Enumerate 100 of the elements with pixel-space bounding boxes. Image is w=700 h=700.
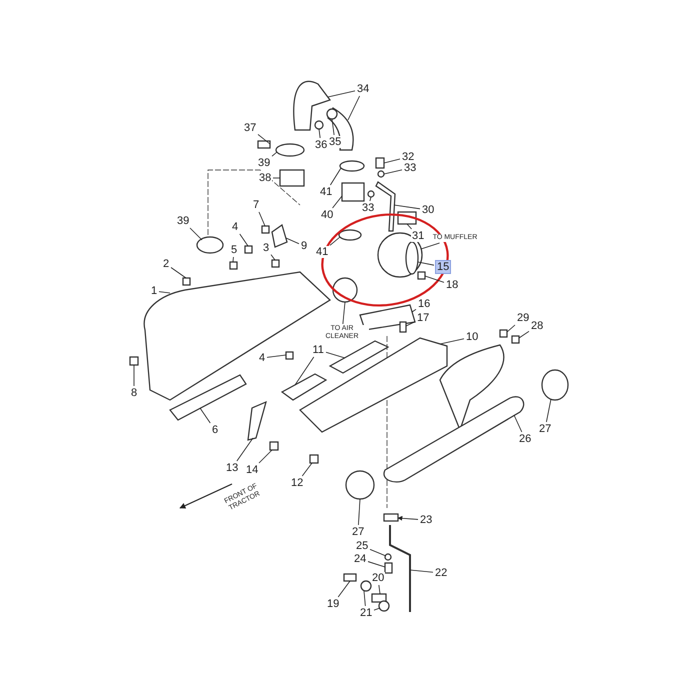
callout-number: 8 (130, 387, 138, 399)
callout-number: 39 (257, 157, 272, 169)
leader-line (420, 242, 440, 250)
callout-number: 34 (356, 83, 370, 95)
bolt (375, 157, 385, 169)
bolt (285, 351, 294, 360)
callout-number: 1 (150, 285, 158, 297)
callout-number: 13 (225, 462, 240, 474)
nut (417, 271, 426, 280)
drain-tube (389, 525, 411, 612)
hose-clamp (275, 143, 305, 157)
callout-number: 33 (403, 162, 418, 174)
callout-number: 32 (401, 151, 416, 163)
manifold-gasket (328, 340, 390, 374)
leader-line (239, 234, 248, 246)
bolt (129, 356, 139, 366)
leader-line (158, 291, 170, 294)
callout-number: 12 (290, 477, 304, 489)
bolt (261, 225, 270, 234)
callout-number: 18 (445, 279, 460, 291)
callout-number: 22 (434, 567, 448, 579)
leader-line (518, 330, 530, 338)
hose-clamp (541, 369, 569, 401)
fitting (343, 573, 357, 582)
hose-clamp (339, 160, 365, 172)
leader-line (332, 118, 334, 136)
hose-clamp (338, 229, 362, 241)
callout-number: 20 (371, 572, 386, 584)
leader-line (338, 580, 350, 598)
leader-line (398, 516, 418, 521)
leader-line (424, 276, 444, 283)
leader-line (232, 256, 234, 262)
hose-clamp (196, 236, 224, 254)
leader-line (258, 212, 266, 226)
leader-line (384, 169, 402, 174)
leader-line (410, 570, 434, 573)
callout-number: 33 (361, 202, 376, 214)
leader-line (412, 308, 416, 312)
callout-number: 11 (312, 344, 325, 356)
leader-line (406, 224, 412, 230)
callout-number: 35 (328, 136, 342, 148)
leader-line (358, 498, 360, 526)
washer (377, 170, 385, 178)
leader-line (374, 608, 380, 611)
hose-clamp (360, 580, 372, 592)
callout-number: 10 (465, 331, 480, 343)
leader-line (328, 90, 356, 98)
leader-line (506, 324, 516, 332)
callout-number: 38 (258, 172, 272, 184)
bolt (384, 562, 393, 574)
leader-line (318, 128, 321, 138)
leader-line (330, 236, 340, 246)
callout-number: 2 (162, 258, 170, 270)
leader-line (294, 356, 314, 386)
callout-number: 7 (252, 199, 260, 211)
washer (384, 553, 392, 561)
leader-line (332, 196, 342, 208)
manifold-gasket (169, 374, 247, 421)
leader-line (394, 204, 420, 210)
callout-number: 40 (320, 209, 334, 221)
callout-number: 5 (230, 244, 238, 256)
stud (399, 321, 407, 333)
leader-line (378, 584, 380, 594)
leader-line (266, 354, 286, 358)
leader-line (364, 590, 366, 606)
callout-number: 9 (300, 240, 308, 252)
hose-clamp (378, 600, 390, 612)
callout-number: 30 (421, 204, 436, 216)
leader-line (326, 352, 346, 358)
callout-number: 27 (538, 423, 552, 435)
callout-number: 25 (355, 540, 370, 552)
nut (511, 335, 520, 344)
leader-line (302, 462, 312, 476)
leader-line (258, 450, 272, 464)
callout-number: 16 (417, 298, 432, 310)
callout-number: 14 (245, 464, 260, 476)
callout-number: 37 (243, 122, 258, 134)
callout-number: 26 (518, 433, 532, 445)
callout-number: 4 (231, 221, 240, 233)
stud (244, 245, 253, 254)
oil-pipe (375, 181, 396, 232)
leader-line (514, 414, 522, 432)
callout-number: 41 (319, 186, 334, 198)
leader-line (272, 152, 278, 157)
bolt (229, 261, 238, 270)
gasket (383, 513, 399, 522)
hose (371, 593, 387, 603)
gasket (359, 304, 416, 331)
callout-number: 36 (314, 139, 328, 151)
leader-line (170, 267, 186, 278)
leader-line (342, 302, 346, 324)
callout-number: 4 (258, 352, 266, 364)
callout-number: 23 (419, 514, 434, 526)
bolt (182, 277, 191, 286)
compressor-inlet (332, 277, 358, 303)
callout-number: 24 (353, 553, 368, 565)
hose-sleeve (341, 182, 365, 202)
callout-number: 27 (351, 526, 366, 538)
hose-clamp (345, 470, 375, 500)
leader-line (440, 338, 464, 344)
